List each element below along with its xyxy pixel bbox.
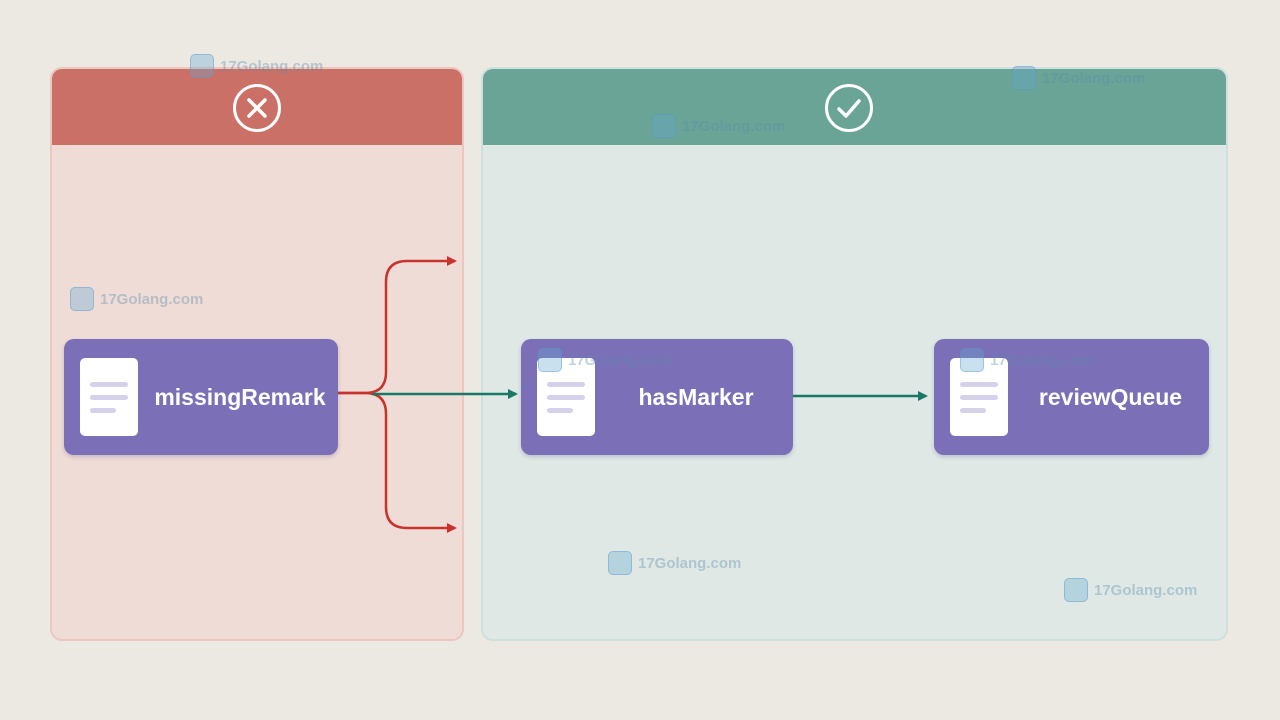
watermark: 17Golang.com xyxy=(1012,66,1145,90)
watermark-logo-icon xyxy=(190,54,214,78)
close-circle-icon xyxy=(233,84,281,132)
node-label: missingRemark xyxy=(154,383,326,410)
watermark: 17Golang.com xyxy=(70,287,203,311)
watermark-logo-icon xyxy=(70,287,94,311)
watermark-logo-icon xyxy=(652,114,676,138)
document-icon xyxy=(950,358,1008,436)
invalid-panel-header xyxy=(52,69,462,145)
watermark: 17Golang.com xyxy=(652,114,785,138)
watermark: 17Golang.com xyxy=(1064,578,1197,602)
watermark-logo-icon xyxy=(1064,578,1088,602)
document-icon xyxy=(80,358,138,436)
watermark: 17Golang.com xyxy=(608,551,741,575)
watermark-logo-icon xyxy=(608,551,632,575)
watermark: 17Golang.com xyxy=(960,348,1093,372)
node-has-marker: hasMarker xyxy=(521,339,793,455)
watermark-logo-icon xyxy=(960,348,984,372)
branch-arrow-down xyxy=(338,391,457,533)
node-review-queue: reviewQueue xyxy=(934,339,1209,455)
node-missing-remark: missingRemark xyxy=(64,339,338,455)
check-circle-icon xyxy=(825,84,873,132)
branch-arrow-up xyxy=(338,256,457,395)
node-label: reviewQueue xyxy=(1038,383,1183,410)
node-label: hasMarker xyxy=(638,383,754,410)
watermark: 17Golang.com xyxy=(538,348,671,372)
document-icon xyxy=(537,358,595,436)
watermark-logo-icon xyxy=(538,348,562,372)
valid-panel-header xyxy=(483,69,1226,145)
watermark-logo-icon xyxy=(1012,66,1036,90)
watermark: 17Golang.com xyxy=(190,54,323,78)
